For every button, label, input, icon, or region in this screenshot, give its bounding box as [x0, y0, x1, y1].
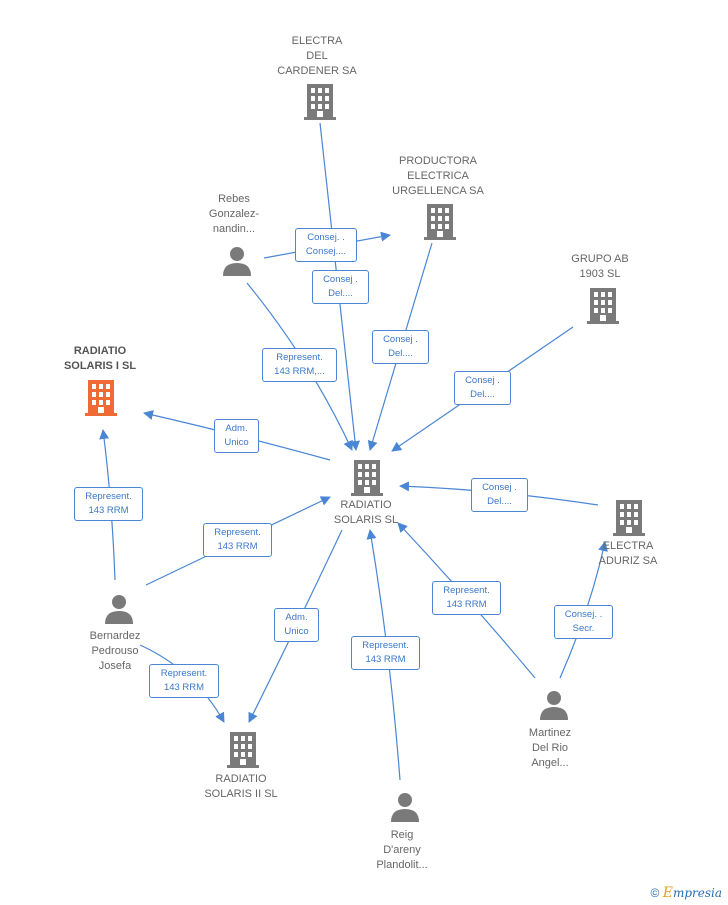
edge-label-rebes-center[interactable]: Represent. 143 RRM,...: [262, 348, 337, 382]
node-martinez-label[interactable]: Martinez Del Rio Angel...: [528, 727, 572, 769]
node-electra-cardener-label[interactable]: ELECTRA DEL CARDENER SA: [277, 35, 357, 77]
edge-label-bernardez-radiatio-i[interactable]: Represent. 143 RRM: [74, 487, 143, 521]
building-icon-highlight[interactable]: [85, 380, 117, 416]
person-icon[interactable]: [539, 690, 569, 720]
building-icon[interactable]: [424, 204, 456, 240]
node-radiatio-i-label[interactable]: RADIATIO SOLARIS I SL: [63, 345, 137, 372]
building-icon[interactable]: [304, 84, 336, 120]
edge-label-aduriz-center[interactable]: Consej . Del....: [471, 478, 528, 512]
node-bernardez-label[interactable]: Bernardez Pedrouso Josefa: [89, 630, 141, 672]
node-electra-aduriz-label[interactable]: ELECTRA ADURIZ SA: [598, 540, 658, 567]
edge-label-center-radiatio-i[interactable]: Adm. Unico: [214, 419, 259, 453]
node-reig-label[interactable]: Reig D'areny Plandolit...: [376, 829, 428, 871]
edge-label-grupo-center[interactable]: Consej . Del....: [454, 371, 511, 405]
edge-label-center-radiatio-ii[interactable]: Adm. Unico: [274, 608, 319, 642]
node-radiatio-ii-label[interactable]: RADIATIO SOLARIS II SL: [204, 773, 278, 800]
copyright-symbol: ©: [650, 886, 660, 900]
building-icon[interactable]: [227, 732, 259, 768]
edge-label-reig-center[interactable]: Represent. 143 RRM: [351, 636, 420, 670]
building-icon[interactable]: [587, 288, 619, 324]
person-icon[interactable]: [104, 594, 134, 624]
person-icon[interactable]: [390, 792, 420, 822]
node-productora-label[interactable]: PRODUCTORA ELECTRICA URGELLENCA SA: [392, 155, 484, 197]
edge-label-rebes-productora[interactable]: Consej. . Consej....: [295, 228, 357, 262]
edge-label-martinez-aduriz[interactable]: Consej. . Secr.: [554, 605, 613, 639]
building-icon[interactable]: [351, 460, 383, 496]
node-rebes-label[interactable]: Rebes Gonzalez- nandin...: [208, 193, 260, 235]
edge-label-martinez-center[interactable]: Represent. 143 RRM: [432, 581, 501, 615]
building-icon[interactable]: [613, 500, 645, 536]
logo-mark: E: [662, 885, 673, 901]
empresia-logo: © Empresia: [651, 885, 722, 901]
edge-label-productora-center[interactable]: Consej . Del....: [372, 330, 429, 364]
edge-label-cardener-center[interactable]: Consej . Del....: [312, 270, 369, 304]
logo-text: mpresia: [672, 886, 722, 900]
person-icon[interactable]: [222, 246, 252, 276]
edge-label-bernardez-center[interactable]: Represent. 143 RRM: [203, 523, 272, 557]
node-radiatio-center-label[interactable]: RADIATIO SOLARIS SL: [333, 499, 399, 526]
node-grupo-ab-label[interactable]: GRUPO AB 1903 SL: [571, 253, 629, 280]
edge-label-bernardez-radiatio-ii[interactable]: Represent. 143 RRM: [149, 664, 219, 698]
